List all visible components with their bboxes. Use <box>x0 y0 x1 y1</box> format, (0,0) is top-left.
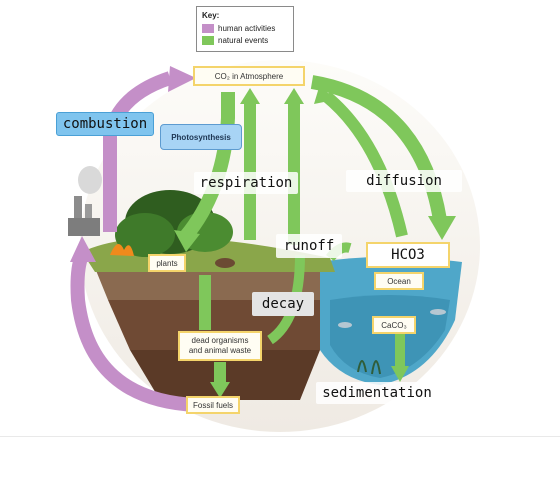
legend-label-human: human activities <box>218 24 275 33</box>
fish-2 <box>430 309 446 315</box>
factory-building <box>68 218 100 236</box>
smoke <box>78 166 102 194</box>
term-sedimentation[interactable]: sedimentation <box>316 382 438 404</box>
term-combustion[interactable]: combustion <box>56 112 154 136</box>
term-hco3[interactable]: HCO3 <box>366 242 450 268</box>
legend-key: Key: human activities natural events <box>196 6 294 52</box>
term-diffusion[interactable]: diffusion <box>346 170 462 192</box>
bottom-divider <box>0 436 560 437</box>
legend-item-human: human activities <box>202 24 275 33</box>
co2-atmosphere-box: CO₂ in Atmosphere <box>193 66 305 86</box>
term-runoff[interactable]: runoff <box>276 234 342 258</box>
deer <box>215 258 235 268</box>
ocean-box: Ocean <box>374 272 424 290</box>
legend-label-natural: natural events <box>218 36 268 45</box>
term-respiration[interactable]: respiration <box>194 172 298 194</box>
legend-swatch-human <box>202 24 214 33</box>
legend-item-natural: natural events <box>202 36 268 45</box>
fossil-fuels-box: Fossil fuels <box>186 396 240 414</box>
plants-box: plants <box>148 254 186 272</box>
fish-1 <box>338 322 352 328</box>
term-decay[interactable]: decay <box>252 292 314 316</box>
legend-title: Key: <box>202 11 219 20</box>
photosynthesis-box: Photosynthesis <box>160 124 242 150</box>
dead-organisms-box: dead organisms and animal waste <box>178 331 262 361</box>
caco3-box: CaCO₃ <box>372 316 416 334</box>
legend-swatch-natural <box>202 36 214 45</box>
